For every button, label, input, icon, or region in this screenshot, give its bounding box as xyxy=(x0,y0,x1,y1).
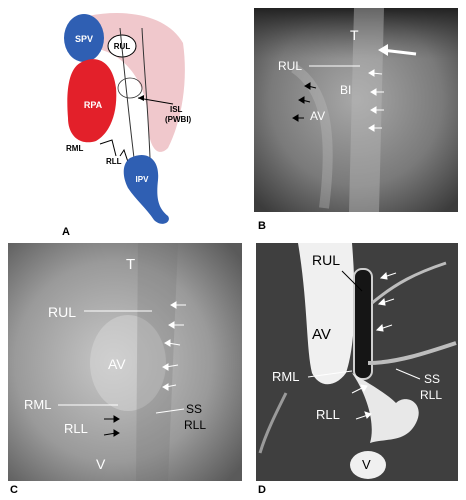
d-rml-label: RML xyxy=(272,369,299,384)
d-ss-pointer xyxy=(395,368,421,380)
panel-d-svg: RUL AV RML RLL SS RLL V xyxy=(256,243,458,481)
panel-d-image: RUL AV RML RLL SS RLL V xyxy=(256,243,458,481)
b-white-arrows xyxy=(368,69,384,132)
ipv-label: IPV xyxy=(136,175,150,184)
panel-b-svg: T RUL BI AV xyxy=(254,8,458,212)
spv-shape xyxy=(64,14,104,62)
d-white-arrows xyxy=(351,271,397,420)
c-rll-label: RLL xyxy=(64,421,88,436)
c-rul-label: RUL xyxy=(48,304,76,320)
b-rul-label: RUL xyxy=(278,59,302,73)
isl-label: ISL xyxy=(170,105,183,114)
spv-label: SPV xyxy=(75,34,93,44)
d-rll-label: RLL xyxy=(316,407,340,422)
c-ss-rll-label: RLL xyxy=(184,418,206,432)
d-v-label: V xyxy=(362,457,371,472)
b-trachea-shadow xyxy=(349,8,384,212)
d-rml-pointer xyxy=(307,370,353,378)
c-ss-pointer xyxy=(155,408,185,414)
isl-arrow-head xyxy=(138,95,144,101)
c-black-arrows xyxy=(103,415,120,437)
d-lower-vessels xyxy=(352,373,419,443)
rpa-label: RPA xyxy=(84,100,103,110)
bronchus-ring xyxy=(117,77,143,99)
panel-d-label: D xyxy=(258,484,266,496)
panel-c-label: C xyxy=(10,484,18,496)
c-white-arrows xyxy=(162,301,186,391)
panel-b-label: B xyxy=(258,220,266,232)
c-t-label: T xyxy=(126,256,135,273)
airway-line-left xyxy=(119,27,135,159)
b-bi-label: BI xyxy=(340,83,351,97)
d-rul-pointer xyxy=(341,270,363,292)
airway-line-right xyxy=(141,27,151,159)
d-branch-2 xyxy=(367,341,457,365)
b-vessel-shadow xyxy=(291,63,333,209)
isl-pwbi-label: (PWBI) xyxy=(165,115,192,124)
c-trachea-shadow xyxy=(136,243,178,481)
d-av-label: AV xyxy=(312,326,331,343)
c-av-shadow xyxy=(90,315,166,411)
panel-c-image: T RUL AV RML RLL SS RLL V xyxy=(8,243,242,481)
d-v-shape xyxy=(350,451,386,479)
panel-a-svg: SPV RPA RUL ISL (PWBI) RML RLL IPV xyxy=(64,13,192,224)
c-rml-label: RML xyxy=(24,397,51,412)
b-av-label: AV xyxy=(310,109,325,123)
d-rul-label: RUL xyxy=(312,252,340,268)
rll-label: RLL xyxy=(106,157,122,166)
d-bronchus xyxy=(353,268,373,380)
panel-c-svg: T RUL AV RML RLL SS RLL V xyxy=(8,243,242,481)
ipv-shape xyxy=(123,154,169,224)
d-av-shape xyxy=(298,243,355,385)
d-branch-3 xyxy=(258,392,288,454)
d-branch-1 xyxy=(371,261,447,305)
d-ss-rll-label: RLL xyxy=(420,388,442,402)
panel-a-label: A xyxy=(62,226,70,238)
d-ss-label: SS xyxy=(424,372,440,386)
panel-a-diagram: SPV RPA RUL ISL (PWBI) RML RLL IPV xyxy=(58,8,198,233)
rpa-shape xyxy=(67,59,117,143)
c-av-label: AV xyxy=(108,356,126,372)
b-black-arrows xyxy=(292,82,317,122)
b-t-label: T xyxy=(350,27,359,43)
c-ss-label: SS xyxy=(186,402,202,416)
rml-label: RML xyxy=(66,144,83,153)
rml-line xyxy=(99,139,117,157)
c-v-label: V xyxy=(96,456,106,472)
panel-b-image: T RUL BI AV xyxy=(254,8,458,212)
b-large-arrow-head xyxy=(378,44,388,56)
